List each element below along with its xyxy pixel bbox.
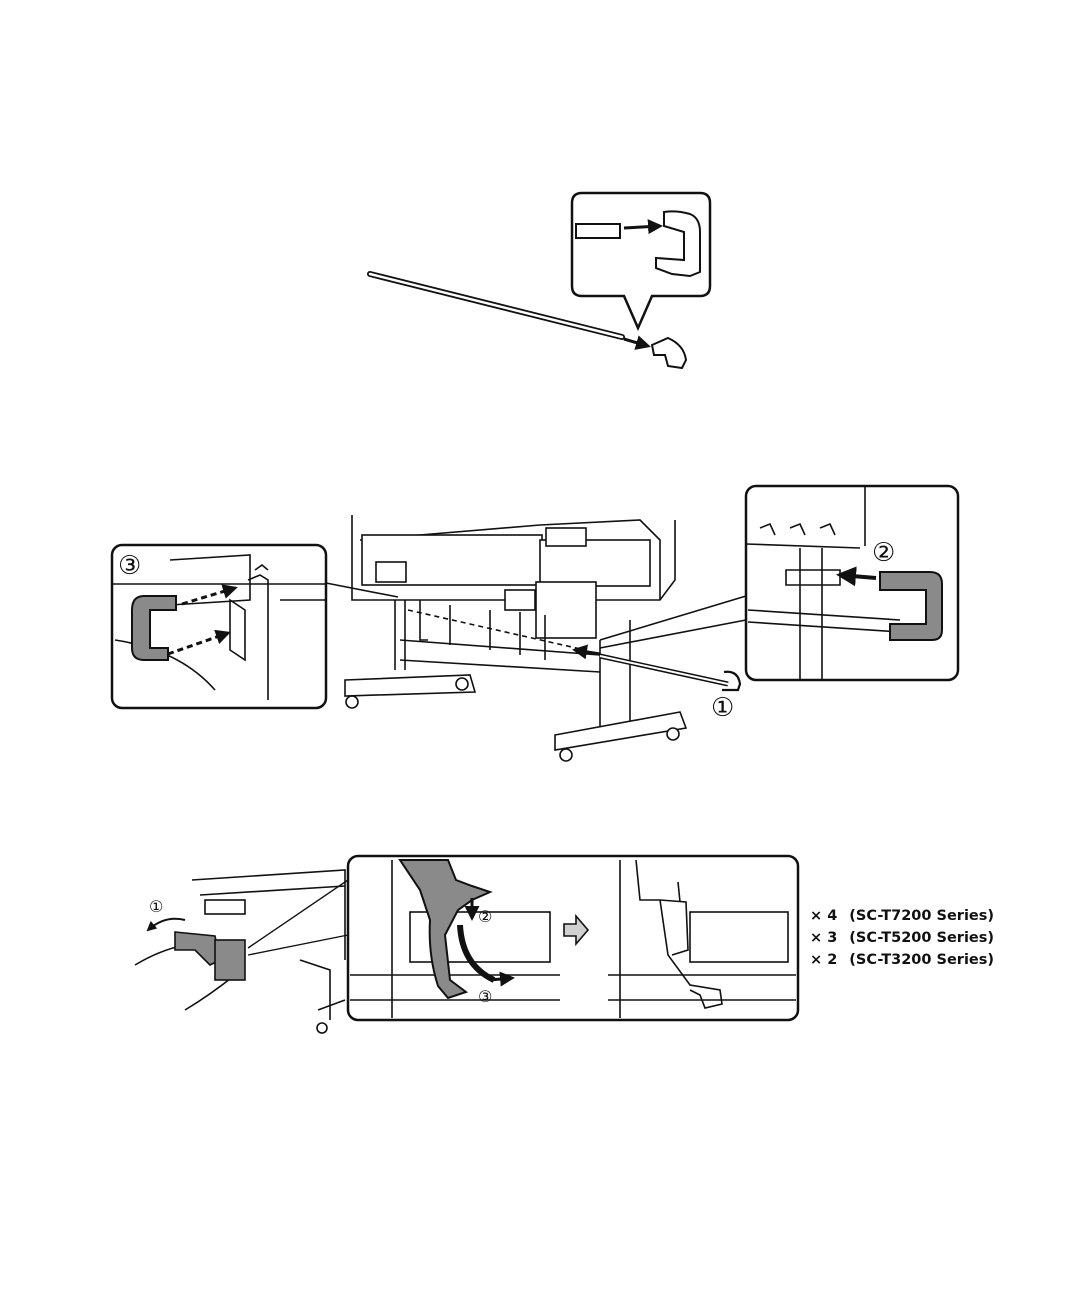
rotate-arrow-small [148,919,185,930]
swing-arrow-head [490,978,512,980]
stand-frame [345,600,686,761]
end-cap [652,338,686,368]
zoom-callout-right [746,486,958,680]
quantity-count: × 2 [810,952,837,968]
step-1-label-guides: ① [149,897,163,916]
step-3-label-guides: ③ [478,987,492,1006]
step-2-label: ② [872,538,895,568]
quantity-model: (SC-T7200 Series) [849,908,994,924]
figure-rod-and-cap [370,193,710,368]
quantity-count: × 3 [810,930,837,946]
rod-with-cap [600,656,740,690]
step-1-label-stand: ① [711,693,734,723]
quantity-model: (SC-T5200 Series) [849,930,994,946]
zoom-callout-left [112,545,326,708]
quantity-item: × 2 (SC-T3200 Series) [810,949,994,971]
step-2-label-guides: ② [478,907,492,926]
figure-stand-assembly [326,515,746,761]
insert-arrow [624,339,648,346]
quantity-item: × 3 (SC-T5200 Series) [810,927,994,949]
quantity-count: × 4 [810,908,837,924]
zoom-callout-top [572,193,710,328]
rod-end-detail [576,224,620,238]
quantity-list: × 4 (SC-T7200 Series) × 3 (SC-T5200 Series… [810,905,994,971]
printer-body [352,515,675,638]
quantity-model: (SC-T3200 Series) [849,952,994,968]
step-3-label: ③ [118,551,141,581]
guide-block-small [215,940,245,980]
quantity-item: × 4 (SC-T7200 Series) [810,905,994,927]
guide-lever-small [175,932,220,965]
detail-arrow [624,226,660,228]
zoom-callout-bottom [348,856,798,1020]
figure-paper-guides [135,856,798,1033]
